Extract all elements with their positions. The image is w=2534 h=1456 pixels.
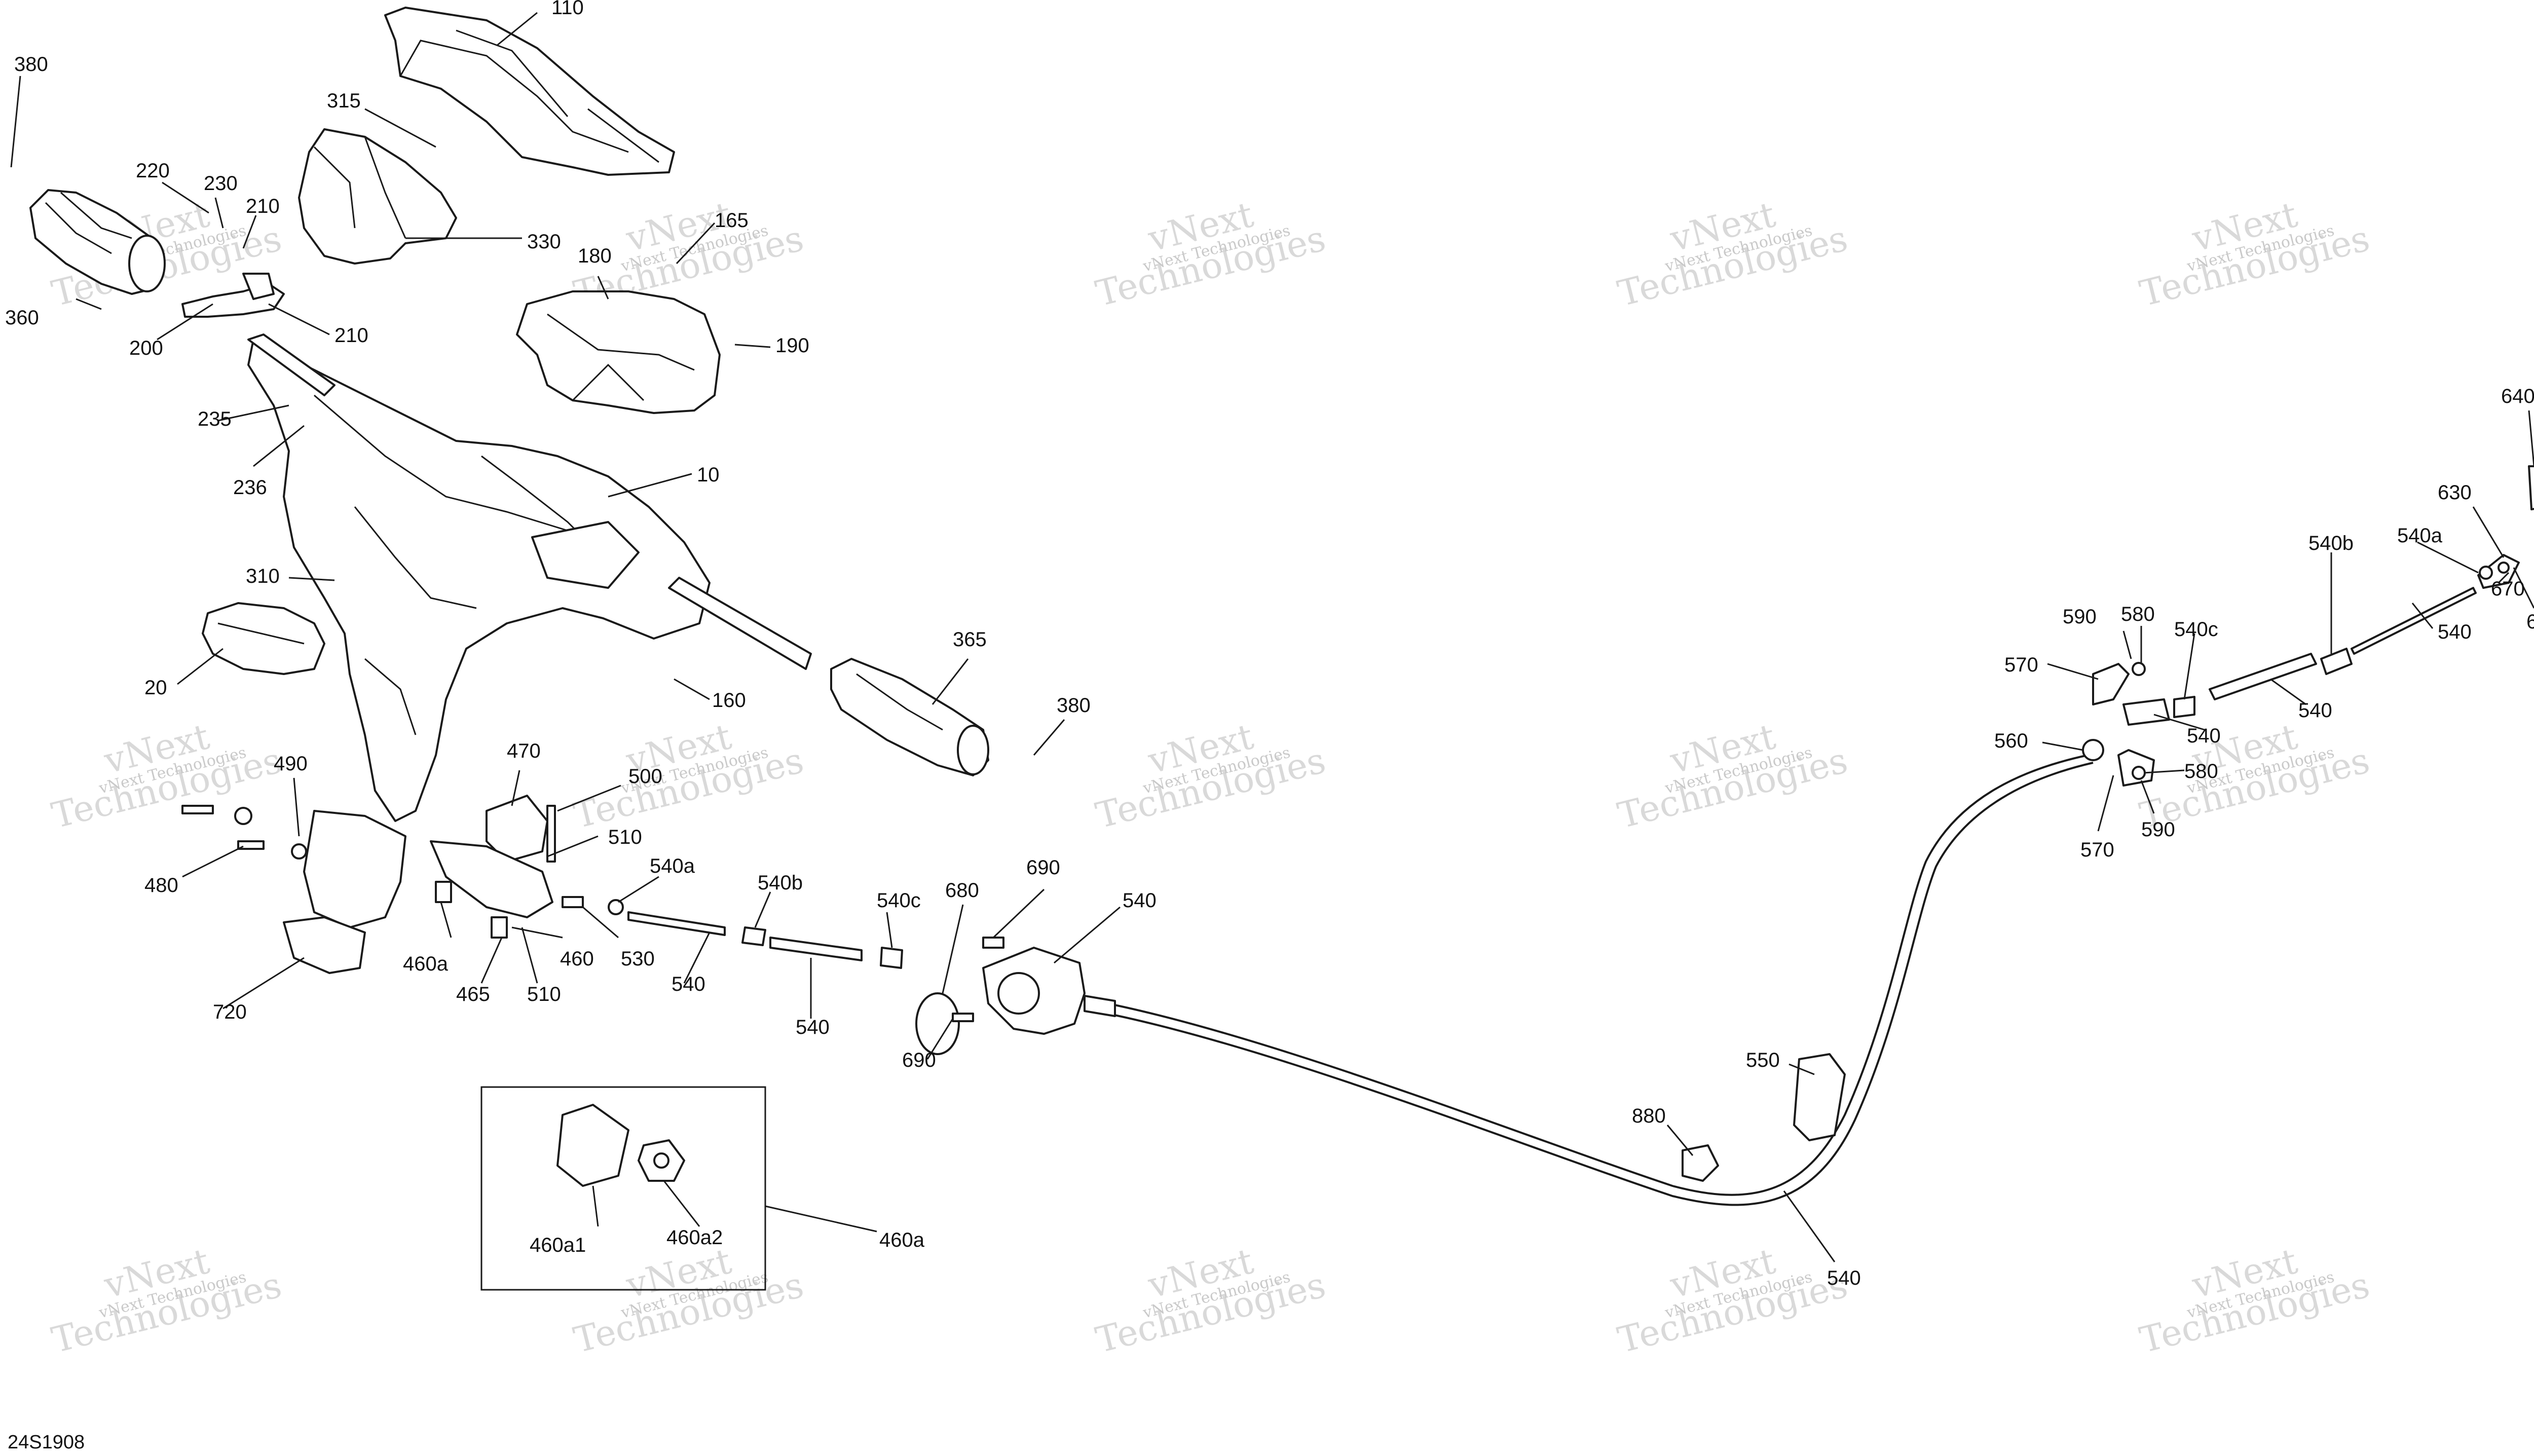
parts-layer: [29, 7, 2534, 1291]
callout-650: 650: [2526, 611, 2534, 633]
callout-570: 570: [2004, 654, 2038, 676]
callout-540-1: 540: [1123, 889, 1157, 912]
part-hand-guard: [516, 290, 721, 414]
callout-490: 490: [274, 753, 308, 775]
callout-230: 230: [204, 172, 238, 195]
callout-220: 220: [136, 160, 170, 182]
callout-510b: 510: [527, 983, 561, 1005]
part-handlebar: [247, 333, 812, 670]
part-throttle-end: [2082, 465, 2534, 787]
callout-165: 165: [715, 209, 749, 232]
callout-540b-r: 540b: [2308, 532, 2354, 554]
callout-330: 330: [527, 231, 561, 253]
callout-640: 640: [2501, 385, 2534, 407]
part-cable-bracket: [430, 795, 556, 939]
callout-550: 550: [1746, 1049, 1780, 1071]
callout-160: 160: [712, 689, 746, 712]
callout-465: 465: [456, 983, 490, 1005]
diagram-code: 24S1908: [8, 1432, 85, 1453]
callout-460a1: 460a1: [530, 1234, 586, 1256]
callout-470: 470: [507, 740, 541, 762]
callout-880: 880: [1632, 1105, 1666, 1127]
callout-540-r1: 540: [2438, 621, 2472, 643]
callout-235: 235: [198, 408, 232, 430]
callout-630: 630: [2438, 481, 2472, 504]
callout-530: 530: [621, 948, 655, 970]
callout-540-3: 540: [796, 1016, 830, 1038]
part-steering-column: [247, 339, 711, 822]
callout-480: 480: [144, 874, 178, 897]
callout-310: 310: [246, 565, 280, 587]
callout-540a-r: 540a: [2397, 525, 2443, 547]
callout-720: 720: [213, 1001, 247, 1023]
callout-540c-r: 540c: [2174, 618, 2218, 641]
callout-510: 510: [608, 826, 642, 848]
callout-10: 10: [697, 464, 720, 486]
part-right-grip: [830, 658, 989, 776]
callout-315: 315: [327, 90, 361, 112]
callout-540-r3: 540: [2187, 725, 2221, 747]
callout-540-2: 540: [672, 973, 705, 995]
callout-460a-box: 460a: [879, 1229, 925, 1251]
part-hose: [1793, 1053, 1846, 1141]
callout-680: 680: [945, 879, 979, 902]
part-inner-cable-left: [562, 896, 960, 1055]
callout-180: 180: [578, 245, 612, 267]
callout-110: 110: [551, 0, 584, 19]
callout-590: 590: [2063, 606, 2097, 628]
callout-540a: 540a: [650, 855, 695, 877]
callout-500: 500: [628, 765, 662, 788]
part-switch-housing: [202, 602, 325, 675]
leader-lines: [10, 12, 2534, 1262]
callout-690: 690: [1026, 856, 1060, 879]
callout-210b: 210: [334, 324, 368, 347]
callout-labels: 110 380 315 220 230 210 330 165 180 360 …: [5, 0, 2534, 1289]
callout-236: 236: [233, 476, 267, 499]
callout-365: 365: [953, 628, 987, 651]
part-top-cover: [384, 7, 675, 176]
callout-190: 190: [775, 334, 809, 357]
callout-570b: 570: [2080, 839, 2114, 861]
part-lower-column: [181, 805, 406, 974]
part-cable-mount: [952, 937, 1086, 1035]
callout-580: 580: [2121, 603, 2155, 625]
part-inner-cover: [298, 128, 457, 265]
part-left-grip: [29, 189, 166, 295]
callout-590b: 590: [2141, 818, 2175, 841]
callout-460: 460: [560, 948, 594, 970]
callout-360: 360: [5, 307, 39, 329]
callout-20: 20: [144, 677, 167, 699]
callout-670: 670: [2491, 578, 2525, 600]
callout-580b: 580: [2184, 760, 2218, 782]
callout-460a: 460a: [403, 953, 449, 975]
callout-540-4: 540: [1827, 1267, 1861, 1289]
callout-380b: 380: [1057, 694, 1091, 717]
callout-460a2: 460a2: [666, 1226, 723, 1249]
callout-380: 380: [14, 53, 48, 76]
part-brake-lever: [181, 273, 285, 318]
callout-540c: 540c: [877, 889, 921, 912]
callout-690b: 690: [902, 1049, 936, 1071]
callout-210: 210: [246, 195, 280, 217]
detail-box-460a: [480, 1086, 766, 1291]
callout-540b: 540b: [758, 872, 803, 894]
part-long-cable: [1084, 754, 2094, 1206]
callout-560: 560: [1994, 730, 2028, 752]
callout-540-r2: 540: [2298, 699, 2332, 722]
callout-200: 200: [129, 337, 163, 359]
